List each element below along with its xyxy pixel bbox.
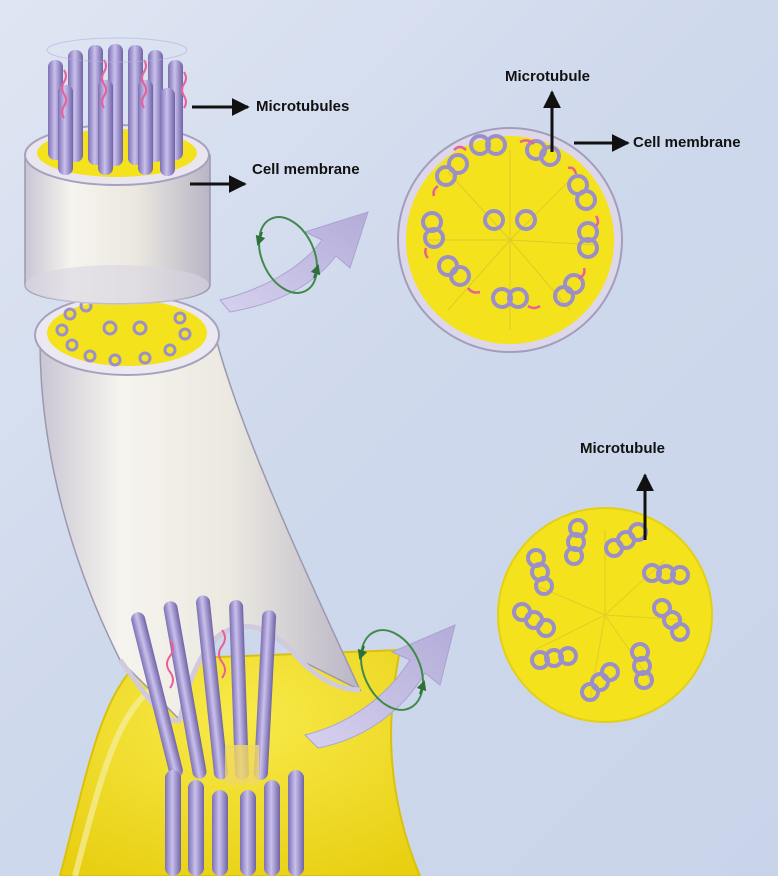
cell-membrane-label-left: Cell membrane	[252, 161, 360, 178]
cilium-shaft	[40, 335, 360, 721]
upper-cross-section	[398, 128, 622, 352]
microtubule-label-upper: Microtubule	[505, 68, 590, 85]
microtubule-label-lower: Microtubule	[580, 440, 665, 457]
shaft-cut-face	[35, 295, 219, 375]
protruding-microtubules	[47, 38, 187, 176]
microtubules-label: Microtubules	[256, 98, 349, 115]
cell-membrane-label-right: Cell membrane	[633, 134, 741, 151]
curved-arrow-icon	[220, 212, 368, 312]
lower-cross-section	[498, 508, 712, 722]
